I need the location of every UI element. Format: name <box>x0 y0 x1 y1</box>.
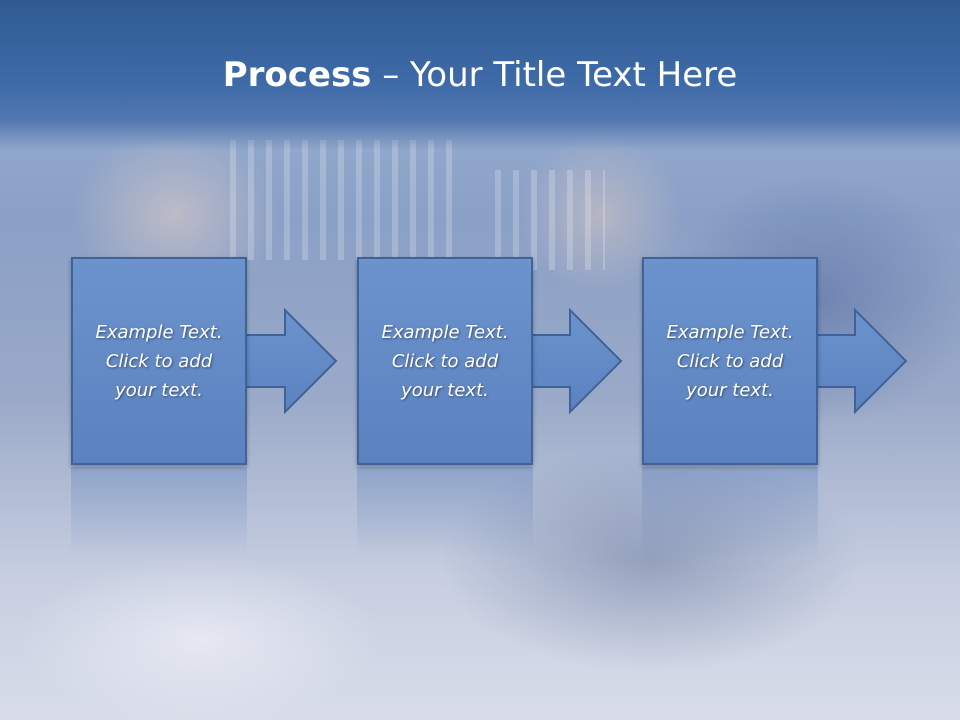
title-bar <box>0 0 960 150</box>
process-step-2[interactable]: Example Text. Click to add your text. <box>357 257 533 465</box>
process-step-1[interactable]: Example Text. Click to add your text. <box>71 257 247 465</box>
box-reflection <box>71 467 247 557</box>
process-step-3-text: Example Text. Click to add your text. <box>666 321 794 401</box>
box-reflection <box>642 467 818 557</box>
process-step-1-text: Example Text. Click to add your text. <box>95 321 223 401</box>
slide-title[interactable]: Process – Your Title Text Here <box>0 52 960 98</box>
background-window-blinds-2 <box>495 170 605 270</box>
background-window-blinds <box>230 140 460 260</box>
slide-title-bold: Process <box>222 55 372 95</box>
box-reflection <box>357 467 533 557</box>
process-step-3[interactable]: Example Text. Click to add your text. <box>642 257 818 465</box>
process-step-2-text: Example Text. Click to add your text. <box>381 321 509 401</box>
slide-title-rest: – Your Title Text Here <box>371 55 738 95</box>
